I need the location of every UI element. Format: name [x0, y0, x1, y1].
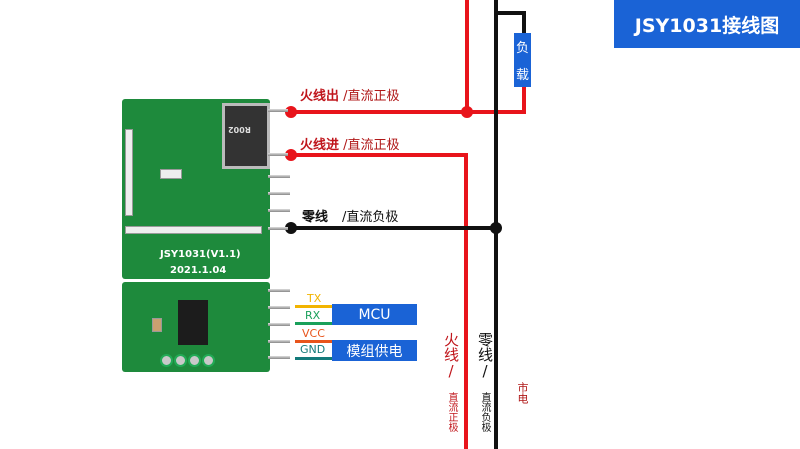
- neutral-junction-dot: [490, 222, 502, 234]
- neutral-label-bold: 零线: [302, 210, 329, 225]
- live-in-label-bold: 火线进: [300, 138, 340, 153]
- live-in-vertical-wire: [464, 153, 468, 449]
- live-in-horizontal-wire: [290, 153, 468, 157]
- module-power-box: 模组供电: [332, 340, 417, 361]
- pad-4: [202, 354, 215, 367]
- signal-gnd-label: GND: [300, 343, 326, 356]
- pcb-date-text: 2021.1.04: [170, 265, 227, 276]
- smd-capacitor-2: [152, 318, 162, 332]
- shunt-label: R002: [228, 125, 251, 134]
- pin-4: [268, 192, 290, 195]
- neutral-terminal-dot: [285, 222, 297, 234]
- neutral-label-rest: /直流负极: [342, 210, 399, 225]
- pin-7: [268, 289, 290, 292]
- live-vertical-label: 火线/: [442, 332, 460, 380]
- neutral-horizontal-wire: [290, 226, 498, 230]
- ic-chip: [178, 300, 208, 345]
- live-out-label-bold: 火线出: [300, 89, 340, 104]
- diagram-title: JSY1031接线图: [614, 0, 800, 48]
- pin-gnd: [268, 356, 290, 359]
- signal-rx-label: RX: [305, 309, 321, 322]
- pin-rx: [268, 323, 290, 326]
- load-red-lead: [522, 85, 526, 114]
- smd-resistor-row: [125, 226, 262, 234]
- neutral-vertical-label: 零线/: [476, 332, 494, 380]
- mains-label: 市电: [516, 382, 529, 404]
- pin-live-out: [268, 109, 288, 112]
- load-label-1: 负: [515, 41, 529, 56]
- signal-rx-bar: [295, 322, 333, 325]
- signal-gnd-bar: [295, 357, 333, 360]
- pad-1: [160, 354, 173, 367]
- live-out-vertical-wire: [465, 0, 469, 114]
- pad-3: [188, 354, 201, 367]
- pcb-bottom-section: [122, 282, 270, 372]
- smd-resistor-column: [125, 129, 133, 216]
- neutral-label: 零线/直流负极: [302, 206, 398, 225]
- live-vertical-sublabel: 直流正极: [446, 392, 457, 432]
- signal-vcc-bar: [295, 340, 333, 343]
- pin-vcc: [268, 340, 290, 343]
- pin-5: [268, 209, 290, 212]
- signal-tx-label: TX: [307, 292, 322, 305]
- pcb-top-section: R002 JSY1031(V1.1) 2021.1.04: [122, 99, 270, 279]
- smd-capacitor: [160, 169, 182, 179]
- live-in-label-rest: /直流正极: [339, 138, 400, 153]
- live-out-junction-dot: [461, 106, 473, 118]
- live-in-label: 火线进 /直流正极: [300, 134, 400, 153]
- signal-vcc-label: VCC: [302, 327, 325, 340]
- live-out-label: 火线出 /直流正极: [300, 85, 400, 104]
- pin-live-in: [268, 153, 288, 156]
- shunt-resistor: [222, 103, 270, 169]
- load-black-lead: [522, 11, 526, 35]
- live-out-horizontal-wire: [290, 110, 526, 114]
- pad-2: [174, 354, 187, 367]
- pcb-model-text: JSY1031(V1.1): [160, 249, 241, 260]
- pin-tx: [268, 306, 290, 309]
- mcu-box: MCU: [332, 304, 417, 325]
- live-in-terminal-dot: [285, 149, 297, 161]
- pin-3: [268, 175, 290, 178]
- signal-tx-bar: [295, 305, 333, 308]
- live-out-label-rest: /直流正极: [339, 89, 400, 104]
- load-black-top-wire: [494, 11, 526, 15]
- live-out-terminal-dot: [285, 106, 297, 118]
- neutral-vertical-sublabel: 直流负极: [479, 392, 490, 432]
- pin-neutral: [268, 227, 288, 230]
- load-box: 负 载: [514, 33, 531, 87]
- load-label-2: 载: [515, 68, 529, 83]
